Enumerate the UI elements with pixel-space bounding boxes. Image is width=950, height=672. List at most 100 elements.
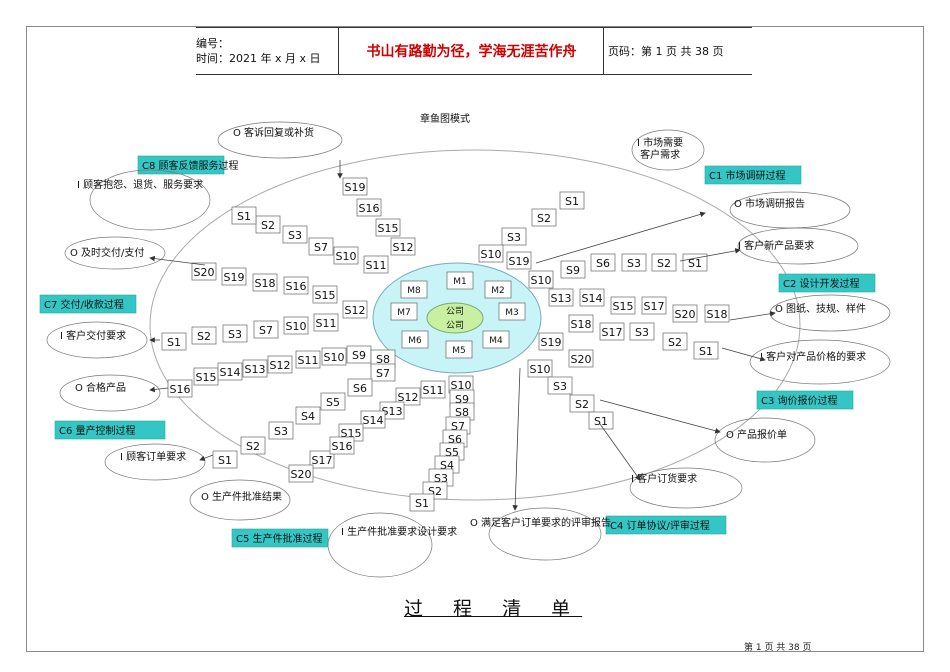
connector-arrow [721, 347, 766, 362]
step-label: S16 [286, 280, 307, 293]
step-box [588, 411, 614, 430]
step-box [672, 304, 698, 323]
step-label: S3 [553, 380, 567, 393]
step-label: S4 [301, 410, 315, 423]
step-label: S15 [378, 222, 399, 235]
process-tag-c7 [39, 294, 137, 314]
connector-arrow [535, 211, 706, 264]
step-label: S9 [352, 349, 366, 362]
step-box [333, 246, 359, 265]
connector-arrow [149, 386, 169, 393]
step-box [395, 387, 421, 406]
io-bubble-c8-out [217, 121, 343, 159]
connector-arrow [729, 310, 776, 321]
step-label: S20 [194, 266, 215, 279]
module-label-m8: M8 [407, 286, 421, 296]
step-box [329, 436, 355, 455]
step-label: S14 [582, 292, 603, 305]
header-meta: 编号： 时间：2021 年 x 月 x 日 [196, 27, 338, 75]
process-label-c6: C6 量产控制过程 [59, 424, 136, 437]
step-label: S13 [382, 405, 403, 418]
step-box [599, 322, 625, 341]
step-box [252, 273, 278, 292]
io-label-c3-in: I 客户对产品价格的要求 [760, 350, 866, 363]
outer-ellipse [149, 149, 801, 501]
module-label-m3: M3 [505, 308, 519, 318]
header-divider-2 [603, 27, 604, 75]
io-bubble-c7-in [46, 321, 148, 359]
module-label-m5: M5 [452, 346, 466, 356]
step-label: S7 [376, 367, 390, 380]
step-label: S2 [575, 398, 589, 411]
process-tag-c5 [231, 528, 329, 548]
step-label: S1 [565, 195, 579, 208]
step-box [531, 208, 557, 227]
step-box [217, 362, 243, 381]
step-label: S3 [288, 229, 302, 242]
io-label-c8-out: O 客诉回复或补货 [233, 126, 314, 139]
step-box [409, 493, 435, 512]
step-label: S5 [326, 396, 340, 409]
module-label-m7: M7 [397, 308, 411, 318]
io-label-c4-in: I 客户订货要求 [631, 472, 697, 485]
step-box [283, 316, 309, 335]
process-tag-c4 [605, 515, 727, 535]
step-box [375, 218, 401, 237]
step-label: S19 [224, 271, 245, 284]
header-top-rule [196, 27, 752, 28]
step-label: S6 [353, 382, 367, 395]
io-label-c6-out: O 合格产品 [75, 381, 126, 394]
module-box-m2 [484, 280, 512, 299]
footer-page-number: 第 1 页 共 38 页 [744, 643, 812, 653]
step-label: S18 [255, 277, 276, 290]
step-label: S16 [359, 202, 380, 215]
step-box [569, 394, 595, 413]
step-label: S12 [345, 304, 366, 317]
connector-arrow [679, 248, 741, 262]
step-label: S18 [571, 318, 592, 331]
header-divider-1 [338, 27, 339, 75]
step-box [528, 270, 554, 289]
step-box [568, 349, 594, 368]
step-label: S11 [316, 317, 337, 330]
io-bubble-c5-in [327, 512, 433, 578]
step-box [222, 324, 248, 343]
step-label: S1 [415, 497, 429, 510]
process-label-c2: C2 设计开发过程 [783, 277, 860, 290]
step-box [501, 227, 527, 246]
step-box [370, 363, 396, 382]
step-label: S16 [332, 440, 353, 453]
io-label-c2-out: O 图纸、技规、样件 [775, 302, 866, 315]
process-tag-c6 [54, 420, 166, 440]
step-label: S3 [635, 326, 649, 339]
step-label: S1 [167, 336, 181, 349]
step-label: S3 [507, 231, 521, 244]
io-bubble-c3-in [749, 339, 891, 385]
step-box [379, 401, 405, 420]
step-box [347, 378, 373, 397]
module-label-m4: M4 [489, 336, 503, 346]
step-label: S11 [366, 259, 387, 272]
step-label: S2 [197, 330, 211, 343]
step-label: S1 [699, 345, 713, 358]
step-label: S15 [196, 371, 217, 384]
company-core [426, 302, 484, 334]
io-label-c3-out: O 产品报价单 [726, 428, 787, 441]
step-box [356, 198, 382, 217]
step-box [621, 253, 647, 272]
step-box [161, 332, 187, 351]
step-box [295, 406, 321, 425]
module-label-m1: M1 [453, 277, 467, 287]
step-label: S3 [627, 257, 641, 270]
step-label: S13 [551, 292, 572, 305]
step-box [641, 296, 667, 315]
process-label-c8: C8 顾客反馈服务过程 [142, 159, 239, 172]
header-page: 页码：第 1 页 共 38 页 [608, 45, 724, 58]
io-label-c7-in: I 客户交付要求 [60, 329, 126, 342]
io-label-c4-out: O 满足客户订单要求的评审报告 [470, 516, 611, 529]
step-label: S10 [531, 274, 552, 287]
step-box [651, 253, 677, 272]
step-label: S1 [237, 210, 251, 223]
step-label: S19 [509, 255, 530, 268]
